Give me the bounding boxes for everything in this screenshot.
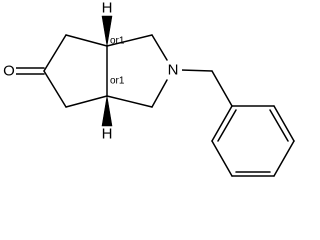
bond-ph-inner-3 <box>269 109 289 142</box>
bond-ch2-phenyl <box>211 70 233 107</box>
chemical-structure: O N H H or1 or1 <box>3 0 295 177</box>
oxygen-atom-label: O <box>3 63 15 80</box>
hydrogen-top-label: H <box>102 0 113 17</box>
bond-c1-c2 <box>43 34 67 72</box>
nitrogen-label-bg <box>165 61 182 79</box>
bond-c4-c5 <box>65 95 108 108</box>
bond-c3-c6 <box>106 34 153 47</box>
bond-ph-inner-1 <box>217 109 237 142</box>
nitrogen-atom-label: N <box>168 62 179 79</box>
bond-ph-5 <box>273 105 295 142</box>
stereo-label-top: or1 <box>110 36 125 47</box>
bond-n-c7 <box>151 79 168 108</box>
bond-ph-2 <box>211 140 233 177</box>
bond-c2-c3 <box>65 34 108 47</box>
bond-n-ch2 <box>180 69 213 72</box>
bond-c7-c4 <box>106 95 153 108</box>
oxygen-label-bg <box>3 62 16 80</box>
hydrogen-bottom-label: H <box>102 126 113 143</box>
stereo-label-bottom: or1 <box>110 76 125 87</box>
wedge-bond-bottom <box>101 95 113 127</box>
wedge-bond-top <box>101 15 113 47</box>
bond-ph-4 <box>273 140 295 177</box>
bond-ph-1 <box>211 105 233 142</box>
bond-c6-n <box>151 34 168 61</box>
bond-c5-c1 <box>43 70 67 108</box>
